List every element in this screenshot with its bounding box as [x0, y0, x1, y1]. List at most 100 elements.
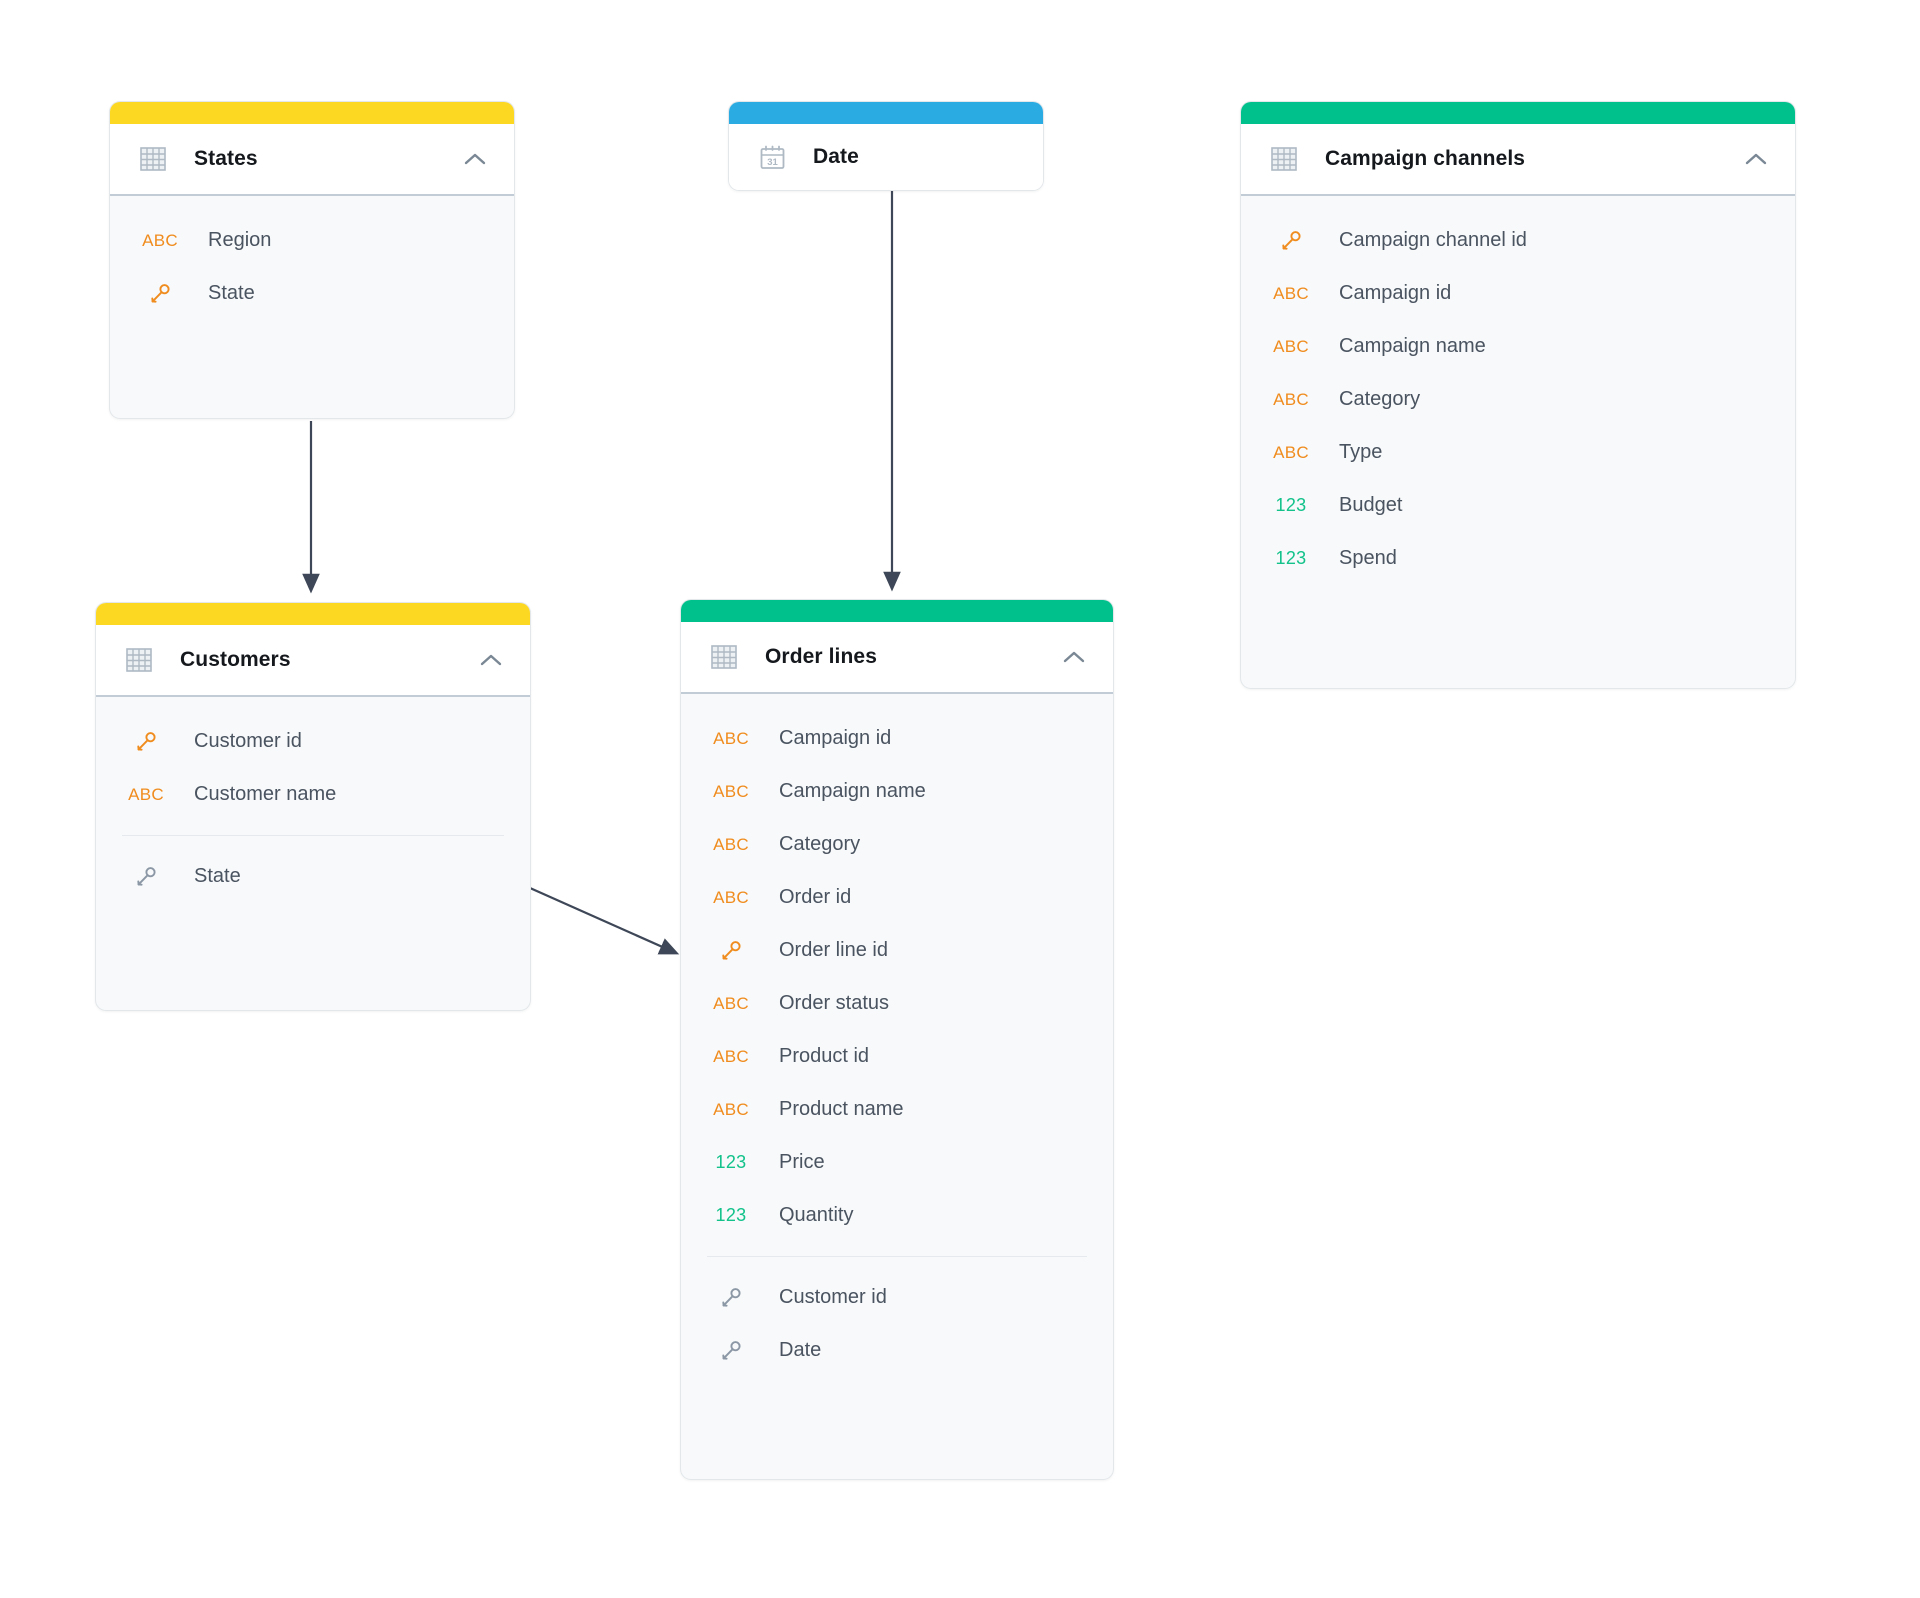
- field-row[interactable]: ABC Campaign id: [681, 712, 1113, 765]
- table-grid-icon: [1269, 144, 1299, 174]
- table-header-date[interactable]: 31 Date: [729, 124, 1043, 190]
- field-list-order-lines: ABC Campaign id ABC Campaign name ABC Ca…: [681, 694, 1113, 1427]
- key-icon-orange: [134, 282, 186, 306]
- chevron-up-icon[interactable]: [1743, 146, 1769, 172]
- key-icon-orange: [1265, 229, 1317, 253]
- table-header-customers[interactable]: Customers: [96, 625, 530, 697]
- abc-icon: ABC: [713, 834, 749, 854]
- abc-icon: ABC: [1273, 442, 1309, 462]
- field-list-states: ABC Region State: [110, 196, 514, 346]
- num-icon: 123: [715, 1205, 747, 1225]
- foreign-key-divider: [707, 1256, 1087, 1257]
- field-row[interactable]: Customer id: [96, 715, 530, 768]
- field-label: Order id: [779, 886, 852, 908]
- abc-icon: ABC: [713, 993, 749, 1013]
- field-row[interactable]: ABC Order id: [681, 871, 1113, 924]
- field-row[interactable]: 123 Price: [681, 1136, 1113, 1189]
- table-title-date: Date: [813, 145, 859, 168]
- field-row[interactable]: ABC Type: [1241, 426, 1795, 479]
- accent-bar-campaign-channels: [1241, 102, 1795, 124]
- field-row[interactable]: ABC Product name: [681, 1083, 1113, 1136]
- field-row[interactable]: 123 Budget: [1241, 479, 1795, 532]
- table-title-customers: Customers: [180, 648, 291, 671]
- field-list-customers: Customer id ABC Customer name State: [96, 697, 530, 953]
- field-label: Region: [208, 229, 272, 251]
- key-icon-gray: [705, 1339, 757, 1363]
- table-card-states[interactable]: States ABC Region: [110, 102, 514, 418]
- field-label: Product id: [779, 1045, 870, 1067]
- field-row[interactable]: ABC Campaign name: [681, 765, 1113, 818]
- table-card-customers[interactable]: Customers Customer id: [96, 603, 530, 1010]
- abc-icon: ABC: [713, 887, 749, 907]
- table-title-order-lines: Order lines: [765, 645, 877, 668]
- table-header-campaign-channels[interactable]: Campaign channels: [1241, 124, 1795, 196]
- field-row[interactable]: 123 Quantity: [681, 1189, 1113, 1242]
- field-row[interactable]: Campaign channel id: [1241, 214, 1795, 267]
- field-row[interactable]: ABC Category: [681, 818, 1113, 871]
- chevron-up-icon[interactable]: [478, 647, 504, 673]
- field-label: Order line id: [779, 939, 888, 961]
- field-label: Spend: [1339, 547, 1397, 569]
- accent-bar-states: [110, 102, 514, 124]
- key-icon-orange: [705, 939, 757, 963]
- field-row[interactable]: Date: [681, 1324, 1113, 1377]
- abc-icon: ABC: [713, 1046, 749, 1066]
- abc-icon: ABC: [713, 781, 749, 801]
- accent-bar-order-lines: [681, 600, 1113, 622]
- field-row[interactable]: ABC Region: [110, 214, 514, 267]
- field-label: Customer id: [194, 730, 302, 752]
- table-grid-icon: [138, 144, 168, 174]
- field-row[interactable]: Customer id: [681, 1271, 1113, 1324]
- field-label: Product name: [779, 1098, 904, 1120]
- field-row[interactable]: 123 Spend: [1241, 532, 1795, 585]
- field-label: Quantity: [779, 1204, 854, 1226]
- table-header-order-lines[interactable]: Order lines: [681, 622, 1113, 694]
- key-icon-orange: [120, 730, 172, 754]
- field-row[interactable]: ABC Order status: [681, 977, 1113, 1030]
- field-label: Campaign name: [779, 780, 926, 802]
- connector-customers-to-order-lines: [529, 886, 680, 955]
- abc-icon: ABC: [713, 728, 749, 748]
- field-label: State: [208, 282, 255, 304]
- field-row[interactable]: ABC Customer name: [96, 768, 530, 821]
- num-icon: 123: [1275, 495, 1307, 515]
- svg-text:31: 31: [767, 157, 778, 168]
- table-card-order-lines[interactable]: Order lines ABC Campaign id ABC Campaign…: [681, 600, 1113, 1479]
- field-row[interactable]: Order line id: [681, 924, 1113, 977]
- field-label: Budget: [1339, 494, 1403, 516]
- field-label: Date: [779, 1339, 822, 1361]
- abc-icon: ABC: [713, 1099, 749, 1119]
- field-label: Campaign name: [1339, 335, 1486, 357]
- field-row[interactable]: State: [96, 850, 530, 903]
- key-icon-gray: [705, 1286, 757, 1310]
- num-icon: 123: [1275, 548, 1307, 568]
- abc-icon: ABC: [128, 784, 164, 804]
- field-row[interactable]: State: [110, 267, 514, 320]
- abc-icon: ABC: [1273, 336, 1309, 356]
- num-icon: 123: [715, 1152, 747, 1172]
- accent-bar-date: [729, 102, 1043, 124]
- table-grid-icon: [124, 645, 154, 675]
- field-row[interactable]: ABC Campaign name: [1241, 320, 1795, 373]
- abc-icon: ABC: [1273, 389, 1309, 409]
- chevron-up-icon[interactable]: [1061, 644, 1087, 670]
- table-grid-icon: [709, 642, 739, 672]
- table-card-campaign-channels[interactable]: Campaign channels Campaign channel id: [1241, 102, 1795, 688]
- field-row[interactable]: ABC Category: [1241, 373, 1795, 426]
- table-card-date[interactable]: 31 Date: [729, 102, 1043, 190]
- field-label: Category: [779, 833, 861, 855]
- field-label: Order status: [779, 992, 890, 1014]
- table-title-states: States: [194, 147, 258, 170]
- field-label: Campaign id: [1339, 282, 1452, 304]
- key-icon-gray: [120, 865, 172, 889]
- table-title-campaign-channels: Campaign channels: [1325, 147, 1526, 170]
- card-bottom-spacer: [96, 903, 530, 927]
- table-header-states[interactable]: States: [110, 124, 514, 196]
- calendar-31-icon: 31: [757, 142, 787, 172]
- field-label: Customer id: [779, 1286, 887, 1308]
- field-row[interactable]: ABC Product id: [681, 1030, 1113, 1083]
- field-row[interactable]: ABC Campaign id: [1241, 267, 1795, 320]
- chevron-up-icon[interactable]: [462, 146, 488, 172]
- abc-icon: ABC: [1273, 283, 1309, 303]
